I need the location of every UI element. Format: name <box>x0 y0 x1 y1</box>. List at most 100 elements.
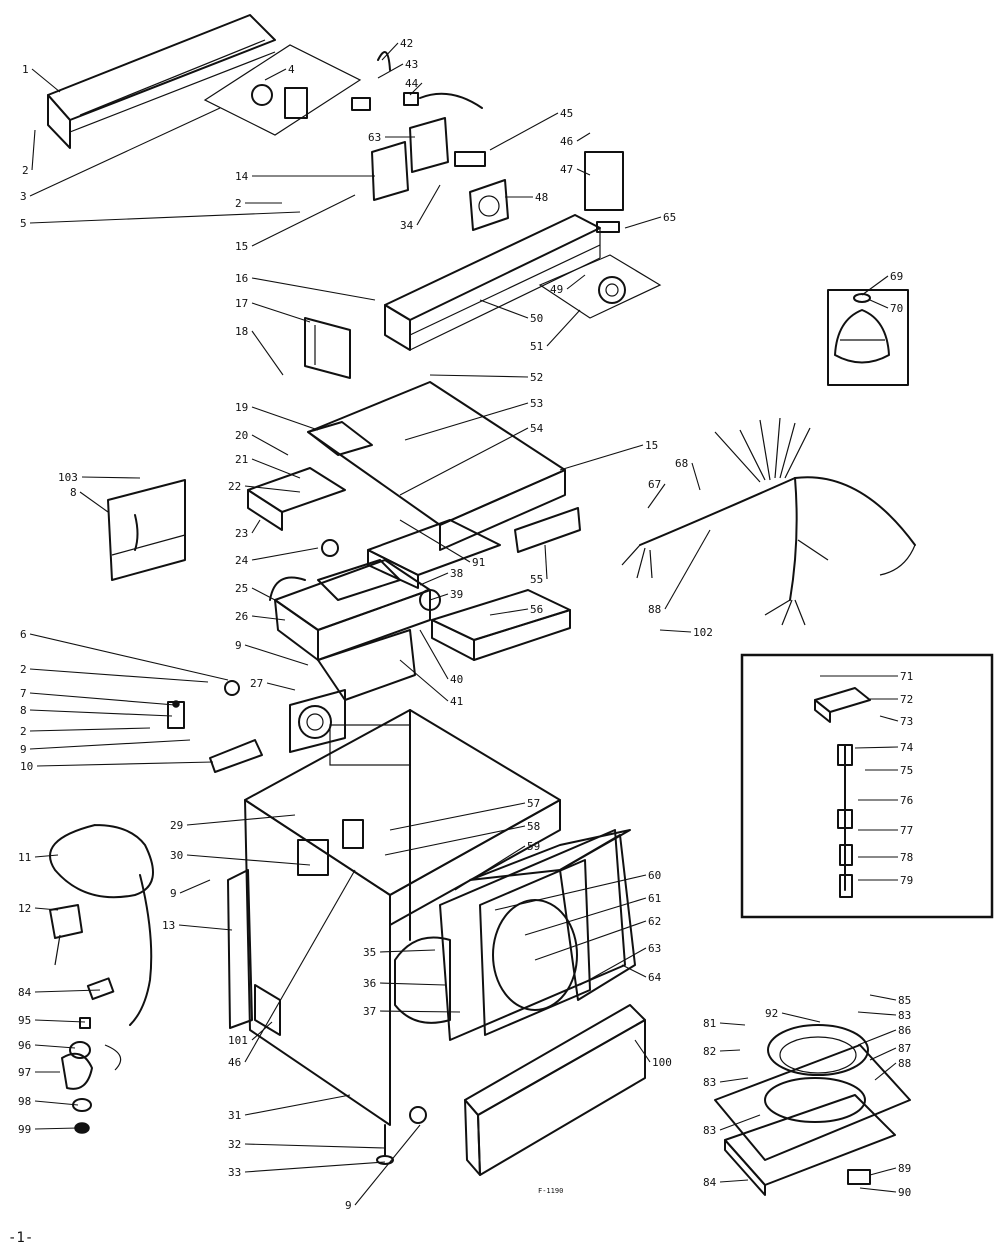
callout-c-30: 30 <box>170 849 311 866</box>
callout-number: 49 <box>550 283 563 296</box>
callout-number: 82 <box>703 1045 716 1058</box>
callout-c-103: 103 <box>58 471 141 484</box>
callout-c-36: 36 <box>363 977 446 990</box>
leader-line <box>857 1011 897 1016</box>
inner-tub <box>394 829 631 1041</box>
leader-line <box>579 947 647 986</box>
callout-number: 43 <box>405 58 418 71</box>
top-cover <box>307 381 566 551</box>
callout-c-53: 53 <box>404 397 543 441</box>
callout-c-31: 31 <box>228 1094 351 1122</box>
leader-line <box>634 1039 651 1063</box>
leader-line <box>719 1114 761 1131</box>
leader-line <box>251 194 356 247</box>
callout-c-62: 62 <box>534 915 661 961</box>
leader-line <box>494 874 647 911</box>
callout-number: 2 <box>20 663 27 676</box>
leader-line <box>244 1143 386 1149</box>
callout-c-39: 39 <box>429 588 463 601</box>
leader-line <box>29 211 301 224</box>
leader-line <box>534 920 647 961</box>
callout-number: 11 <box>18 851 31 864</box>
leader-line <box>29 739 191 750</box>
callout-number: 26 <box>235 610 248 623</box>
callout-number: 77 <box>900 824 913 837</box>
callout-c-25: 25 <box>235 582 276 601</box>
callout-c-54: 54 <box>399 422 544 496</box>
callout-number: 34 <box>400 219 414 232</box>
callout-c-18: 18 <box>235 325 284 376</box>
leader-line <box>379 982 446 986</box>
leader-line <box>377 63 404 79</box>
leader-line <box>859 1187 897 1193</box>
leader-line <box>36 761 214 767</box>
leader-line <box>186 854 311 866</box>
callout-number: 100 <box>652 1056 672 1069</box>
leader-line <box>861 275 889 296</box>
callout-c-82: 82 <box>703 1045 741 1058</box>
drawing-code: F-1190 <box>538 1187 563 1195</box>
inlet-valve-parts <box>61 977 122 1134</box>
callout-number: 67 <box>648 478 661 491</box>
callout-number: 6 <box>20 628 27 641</box>
callout-c-47: 47 <box>560 163 591 176</box>
callout-c-58: 58 <box>384 820 540 856</box>
callout-c-78: 78 <box>858 851 913 864</box>
callout-c-46b: 46 <box>228 869 356 1069</box>
callout-number: 91 <box>472 556 485 569</box>
leader-line <box>566 274 586 290</box>
callout-number: 19 <box>235 401 248 414</box>
power-cord <box>49 824 154 1026</box>
base-motor-assembly <box>714 1024 911 1196</box>
callout-number: 2 <box>235 197 242 210</box>
leader-line <box>34 907 59 911</box>
callout-c-92: 92 <box>765 1007 821 1023</box>
callout-number: 36 <box>363 977 376 990</box>
leader-line <box>251 615 286 621</box>
leader-line <box>179 879 211 894</box>
callout-c-9d: 9 <box>345 1124 421 1212</box>
top-trim-panel <box>47 14 276 149</box>
leader-line <box>251 587 276 601</box>
leader-line <box>34 854 59 858</box>
detergent-tray <box>431 589 571 661</box>
callout-number: 31 <box>228 1109 241 1122</box>
callout-c-77: 77 <box>858 824 913 837</box>
leader-line <box>559 444 644 471</box>
callout-number: 84 <box>703 1176 717 1189</box>
leader-line <box>31 129 36 171</box>
callout-number: 99 <box>18 1123 31 1136</box>
callout-c-46a: 46 <box>560 132 591 148</box>
leader-line <box>419 572 449 586</box>
callout-c-87: 87 <box>869 1042 911 1061</box>
callout-number: 86 <box>898 1024 911 1037</box>
leader-line <box>874 1062 897 1081</box>
left-side-bracket <box>107 479 186 581</box>
callout-c-4: 4 <box>264 63 295 81</box>
callout-number: 79 <box>900 874 913 887</box>
callout-c-7: 7 <box>20 687 176 706</box>
callout-c-96: 96 <box>18 1039 76 1052</box>
callout-c-15a: 15 <box>235 194 356 253</box>
callout-c-60: 60 <box>494 869 661 911</box>
leader-line <box>454 845 526 891</box>
callout-number: 8 <box>70 486 77 499</box>
callout-c-2d: 2 <box>20 725 151 738</box>
callout-c-88: 88 <box>648 529 711 616</box>
callout-c-52: 52 <box>429 371 543 384</box>
callout-c-83c: 83 <box>703 1114 761 1137</box>
leader-line <box>244 869 356 1063</box>
callout-c-48: 48 <box>505 191 548 204</box>
callout-c-29: 29 <box>170 814 296 832</box>
callout-c-1: 1 <box>22 63 61 93</box>
callout-c-88b: 88 <box>874 1057 911 1081</box>
callout-c-40: 40 <box>419 629 463 686</box>
small-bracket <box>304 317 351 379</box>
callout-number: 47 <box>560 163 573 176</box>
callout-number: 18 <box>235 325 248 338</box>
callout-number: 23 <box>235 527 248 540</box>
callout-number: 102 <box>693 626 713 639</box>
callout-c-49: 49 <box>550 274 586 296</box>
